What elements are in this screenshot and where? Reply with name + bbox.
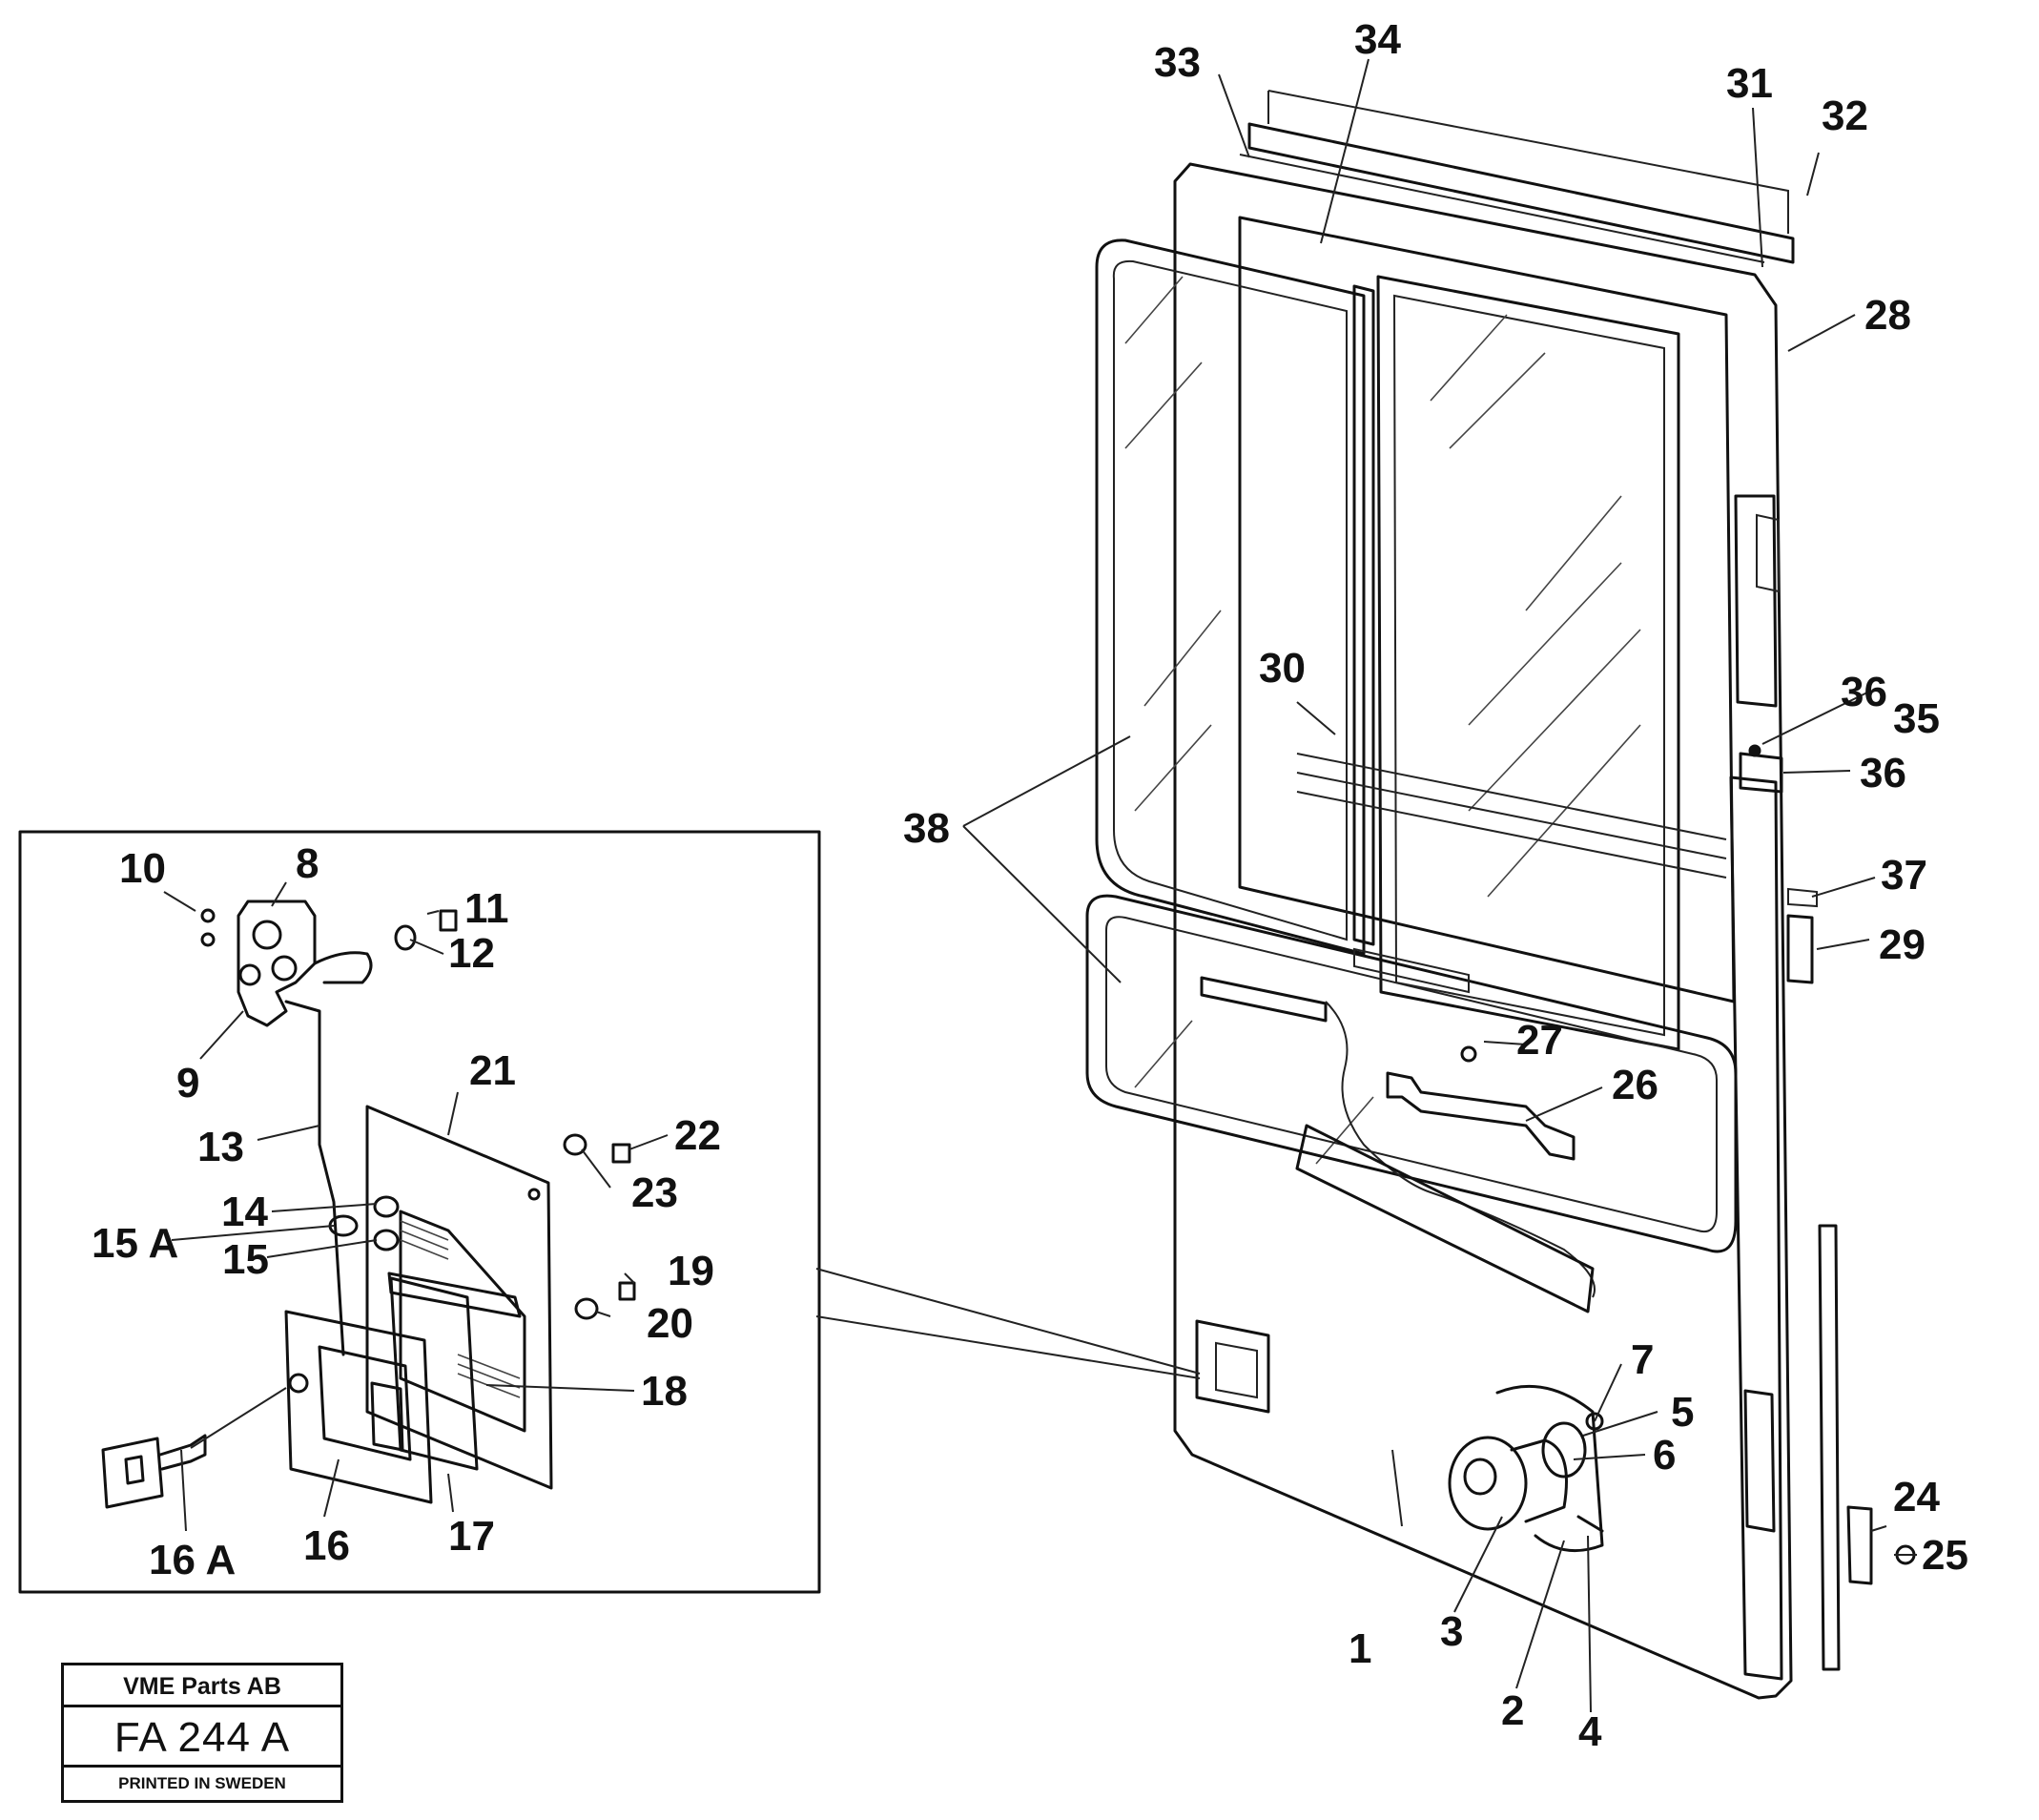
door-assembly — [1085, 90, 1916, 1700]
callout-23: 23 — [631, 1169, 678, 1216]
callout-14: 14 — [221, 1189, 268, 1235]
handle-cup — [284, 1310, 433, 1504]
base-plate — [365, 1105, 553, 1490]
lock-knob — [1448, 1436, 1528, 1531]
callout-13: 13 — [197, 1124, 244, 1170]
callout-35: 35 — [1893, 695, 1940, 742]
callout-15a: 15 A — [92, 1220, 178, 1267]
callout-1: 1 — [1349, 1625, 1371, 1672]
drawing-code: FA 244 A — [64, 1707, 340, 1768]
detail-inset — [18, 830, 821, 1594]
callout-7: 7 — [1631, 1336, 1654, 1383]
lock-rod — [284, 1000, 345, 1356]
callout-36a: 36 — [1841, 669, 1887, 715]
hinge-strip — [1729, 776, 1783, 1681]
callout-25: 25 — [1922, 1532, 1968, 1579]
callout-5: 5 — [1671, 1389, 1694, 1436]
callout-9: 9 — [176, 1060, 199, 1106]
callout-labels: 1 2 3 4 5 6 7 8 9 10 11 12 13 14 15 15 A… — [92, 16, 1968, 1755]
callout-10: 10 — [119, 845, 166, 892]
key — [101, 1437, 164, 1509]
leader-lines — [163, 58, 1917, 1713]
callout-16: 16 — [303, 1522, 350, 1569]
lock-body — [237, 900, 317, 1027]
callout-28: 28 — [1864, 292, 1911, 339]
callout-8: 8 — [296, 840, 319, 887]
upper-window-seal — [1095, 238, 1366, 956]
callout-11: 11 — [464, 885, 509, 932]
callout-29: 29 — [1879, 921, 1926, 968]
callout-34: 34 — [1354, 16, 1401, 63]
callout-19: 19 — [668, 1248, 714, 1294]
callout-12: 12 — [448, 930, 495, 977]
door-panel — [1173, 162, 1793, 1700]
title-block: VME Parts AB FA 244 A PRINTED IN SWEDEN — [61, 1663, 343, 1803]
callout-3: 3 — [1440, 1608, 1463, 1655]
callout-36b: 36 — [1860, 750, 1906, 796]
callout-17: 17 — [448, 1513, 495, 1560]
callout-4: 4 — [1578, 1708, 1602, 1755]
callout-32: 32 — [1822, 93, 1868, 139]
callout-24: 24 — [1893, 1474, 1940, 1520]
glass-reflection-lines — [1124, 276, 1641, 1165]
callout-20: 20 — [647, 1300, 693, 1347]
top-rail — [1247, 122, 1795, 264]
sliding-glass-pane — [1376, 275, 1680, 1051]
callout-15: 15 — [222, 1236, 269, 1283]
callout-30: 30 — [1259, 645, 1306, 692]
callout-2: 2 — [1501, 1687, 1524, 1734]
grab-handle — [1386, 1071, 1576, 1161]
callout-18: 18 — [641, 1368, 688, 1415]
callout-27: 27 — [1516, 1017, 1563, 1064]
window-opening — [1238, 216, 1736, 1003]
callout-6: 6 — [1653, 1432, 1676, 1479]
callout-22: 22 — [674, 1112, 721, 1159]
company-name: VME Parts AB — [64, 1665, 340, 1707]
callout-33: 33 — [1154, 39, 1201, 86]
callout-31: 31 — [1726, 60, 1773, 107]
callout-37: 37 — [1881, 852, 1927, 899]
callout-16a: 16 A — [149, 1537, 236, 1583]
window-channel — [1325, 1001, 1596, 1298]
callout-26: 26 — [1612, 1062, 1658, 1108]
detail-inset-border — [18, 830, 821, 1594]
printed-note: PRINTED IN SWEDEN — [118, 1774, 286, 1792]
lower-window-seal — [1085, 894, 1738, 1253]
callout-38: 38 — [903, 805, 950, 852]
callout-21: 21 — [469, 1047, 516, 1094]
